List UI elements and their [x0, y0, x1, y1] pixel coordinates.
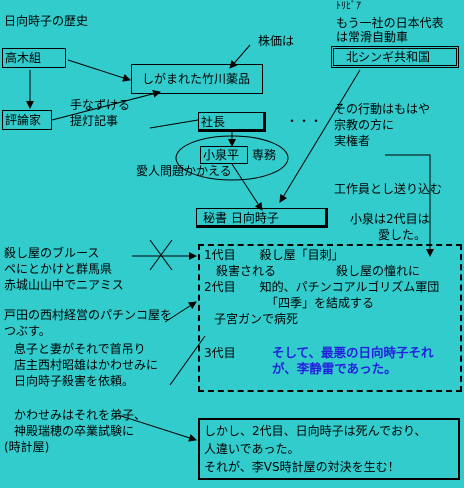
node-shacho-label: 社長 [201, 115, 226, 129]
label-kawasemi-1: かわせみはそれを弟子、 [14, 408, 147, 422]
label-trivia-1: ﾄﾘﾋﾞｱ [336, 1, 361, 12]
arrow-koizumi-to-hisho [231, 163, 263, 211]
label-kawasemi-2: 神殿瑞穂の卒業試験に [14, 424, 135, 438]
label-tenazuke-2: 提灯記事 [70, 114, 119, 128]
label-koroshi-3: 赤城山山中でニアミス [4, 278, 124, 292]
label-kawasemi-3: (時計屋) [4, 440, 50, 454]
gen1-killed: 殺害される [216, 264, 277, 278]
conclusion-box: しかし、2代目、日向時子は死んでおり、 人違いであった。 それが、李VS時計屋の… [198, 418, 460, 480]
label-trivia-3: は常滑自動車 [336, 30, 409, 44]
label-koroshi-2: ペにとかけと群馬県 [4, 262, 113, 276]
node-hyoronka-label: 評論家 [5, 113, 42, 127]
page-title: 日向時子の歴史 [4, 14, 89, 28]
arrow-takagi-to-takekawa [67, 59, 131, 82]
node-koizumi-label: 小泉平 [203, 148, 240, 162]
gen2-died: 子宮ガンで病死 [214, 312, 299, 326]
gen3-highlight-1: そして、最悪の日向時子それ [272, 345, 434, 360]
node-hyoronka: 評論家 [2, 110, 52, 130]
label-koudou-2: 宗教の方に [334, 118, 395, 132]
label-koizumi-1: 小泉は2代目は [350, 212, 430, 226]
conclusion-line-3: それが、李VS時計屋の対決を生む！ [204, 460, 400, 474]
label-toda-3: 息子と妻がそれで首吊り [14, 342, 146, 356]
node-kitashinjigi: 北シンギ共和国 [331, 46, 459, 68]
label-koroshi-1: 殺し屋のブルース [4, 246, 100, 260]
label-koudou-1: その行動はもはや [334, 102, 431, 116]
label-dots: ・・・ [286, 114, 323, 128]
label-kabuka: 株価は [258, 34, 295, 48]
node-shacho: 社長 [198, 112, 266, 132]
label-aijin: 愛人問題かかえる [136, 164, 232, 178]
cross-2 [149, 239, 173, 271]
conclusion-line-2: 人違いであった。 [204, 442, 300, 456]
label-toda-2: つぶす。 [4, 324, 51, 338]
gen3-title: 3代目 [204, 346, 236, 360]
node-takagi: 高木組 [2, 48, 66, 68]
label-toda-5: 日向時子殺害を依頼。 [14, 374, 135, 388]
node-takekawa-label: しがまれた竹川薬品 [142, 72, 251, 86]
generations-box: 1代目 殺し屋「目刺」 殺害される 殺し屋の憧れに 2代目 知的、パチンコアルゴ… [198, 244, 462, 392]
label-toda-1: 戸田の西村経営のパチンコ屋を [4, 308, 173, 322]
gen3-highlight-2: が、李静雷であった。 [272, 361, 397, 376]
line-tenazuke-shacho [149, 119, 199, 129]
node-hisho-label: 秘書 日向時子 [203, 211, 279, 225]
node-takagi-label: 高木組 [5, 51, 42, 65]
cross-1 [149, 239, 173, 271]
gen1-admired: 殺し屋の憧れに [336, 264, 421, 278]
gen1-title: 1代目 殺し屋「目刺」 [204, 248, 344, 262]
gen2-title: 2代目 知的、パチンコアルゴリズム軍団 [204, 280, 440, 294]
label-koudou-3: 実権者 [334, 134, 371, 148]
label-kousakuin: 工作員とし送り込む [334, 182, 443, 196]
label-toda-4: 店主西村昭雄はかわせみに [14, 358, 159, 372]
label-koizumi-2: 愛した。 [378, 228, 427, 242]
node-takekawa: しがまれた竹川薬品 [131, 64, 263, 94]
node-senmu: 専務 [252, 148, 277, 162]
label-trivia-2: もう一社の日本代表 [336, 16, 444, 30]
gen2-formed: 「四季」を結成する [266, 296, 375, 310]
node-koizumi: 小泉平 [200, 146, 248, 164]
node-kitashinjigi-label: 北シンギ共和国 [346, 50, 431, 64]
node-hisho: 秘書 日向時子 [196, 208, 328, 228]
label-tenazuke-1: 手なずける [70, 98, 131, 112]
conclusion-line-1: しかし、2代目、日向時子は死んでおり、 [204, 424, 427, 438]
